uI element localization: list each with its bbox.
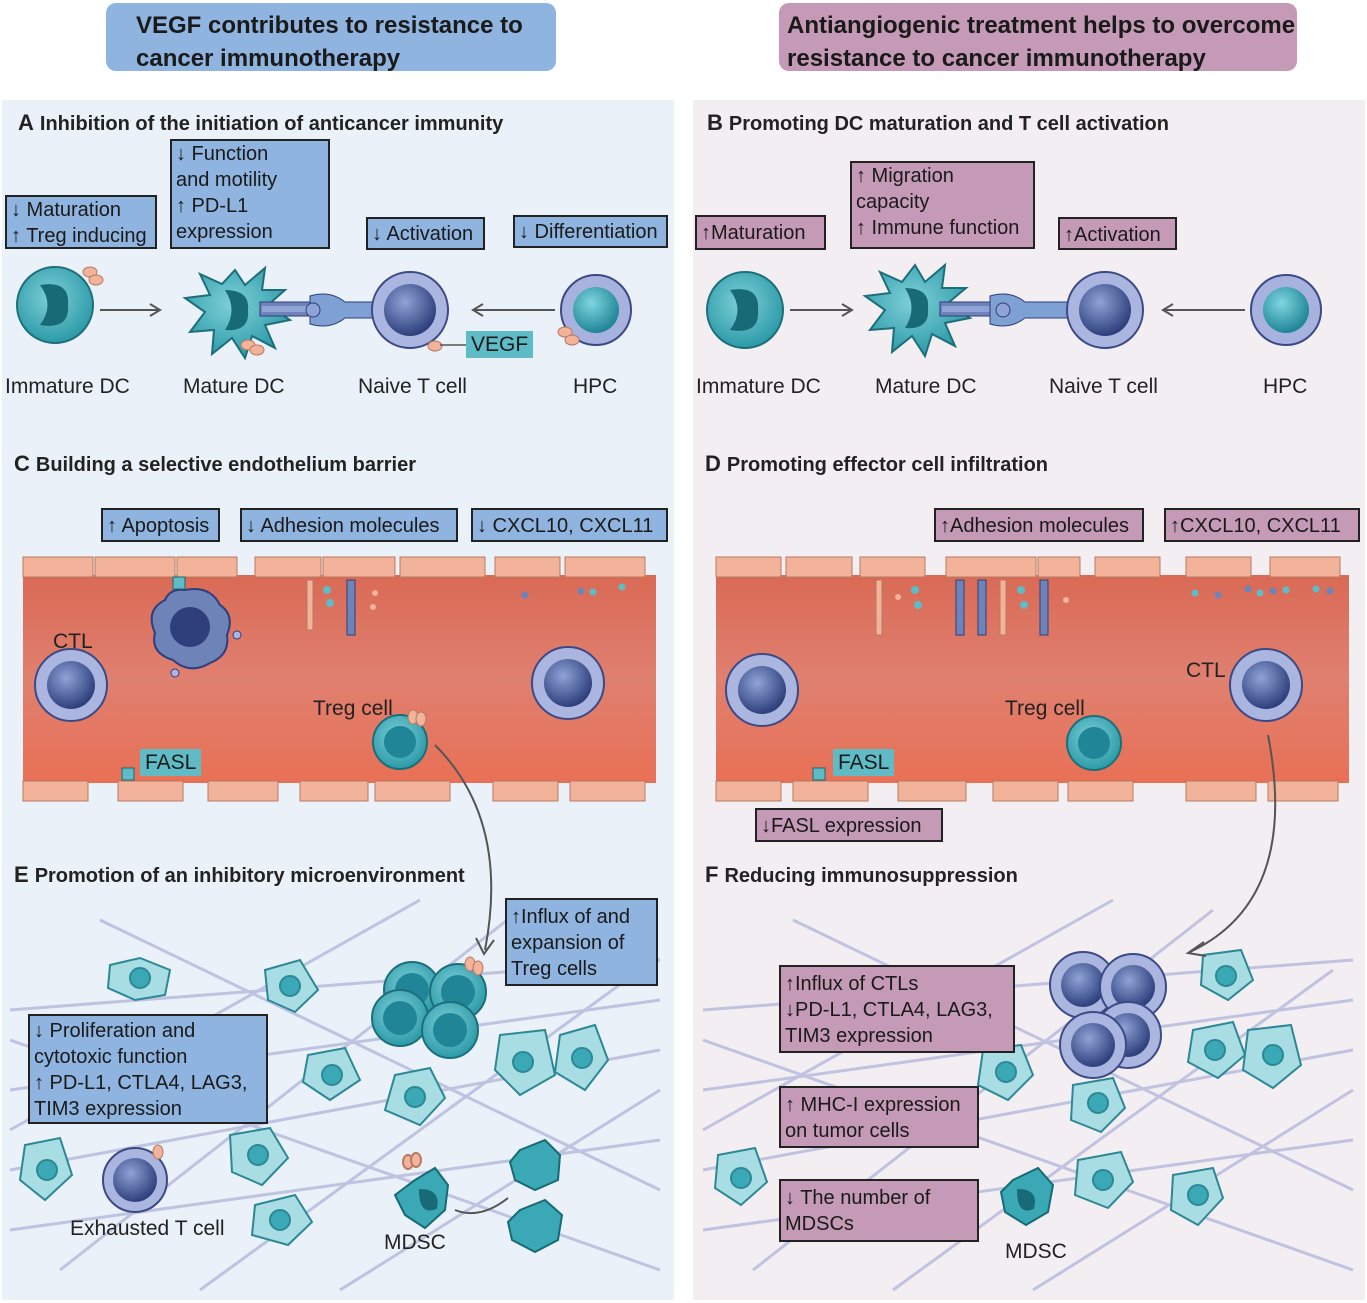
endothelium-top: [715, 556, 1341, 578]
b-maturation-box: ↑Maturation: [695, 215, 826, 250]
arrow-head: [471, 303, 484, 317]
mdsc-icon: [393, 1138, 564, 1254]
vegf-tag: VEGF: [466, 331, 534, 358]
section-c-text: Building a selective endothelium barrier: [35, 454, 416, 476]
apoptotic-ctl-icon: [150, 576, 242, 678]
ctl-right-icon: [531, 646, 605, 720]
b-migration-box: ↑ Migration capacity ↑ Immune function: [850, 161, 1035, 249]
f-mhc-box: ↑ MHC-I expression on tumor cells: [779, 1086, 979, 1148]
a-immature-dc-label: Immature DC: [5, 375, 130, 398]
cell-left-icon: [725, 653, 799, 727]
b-immature-dc-label: Immature DC: [696, 375, 821, 398]
chemokine-dots: [1191, 585, 1334, 599]
fasl-left-tag: FASL: [140, 749, 202, 776]
arrow-head: [149, 303, 162, 317]
a-activation-box: ↓ Activation: [366, 217, 485, 250]
right-header: Antiangiogenic treatment helps to overco…: [779, 3, 1297, 72]
left-header: VEGF contributes to resistance to cancer…: [106, 3, 556, 72]
hpc-icon: [557, 274, 632, 346]
a-hpc-label: HPC: [573, 375, 618, 398]
treg-cell-icon: [1066, 715, 1122, 771]
e-mdsc-label: MDSC: [384, 1231, 446, 1254]
e-exhausted-label: Exhausted T cell: [70, 1217, 225, 1240]
fasl-right-tag: FASL: [833, 749, 895, 776]
section-d-letter: D: [705, 451, 721, 476]
b-mature-dc-label: Mature DC: [875, 375, 977, 398]
arrow-head: [841, 303, 854, 317]
section-a-text: Inhibition of the initiation of anticanc…: [39, 113, 504, 135]
e-influx-box: ↑Influx of and expansion of Treg cells: [505, 898, 658, 986]
a-differentiation-box: ↓ Differentiation: [513, 215, 668, 248]
section-c-letter: C: [14, 451, 30, 476]
panel-d-vessel: [715, 556, 1349, 802]
endothelium-bottom: [715, 780, 1339, 802]
section-a-letter: A: [18, 110, 34, 135]
fasl-receptor-icon: [812, 767, 826, 781]
ctl-right-icon: [1229, 648, 1303, 722]
mdsc-icon: [999, 1166, 1055, 1227]
c-ctl-label: CTL: [53, 630, 93, 653]
f-mdsc-label: MDSC: [1005, 1240, 1067, 1263]
e-proliferation-box: ↓ Proliferation and cytotoxic function ↑…: [28, 1014, 268, 1124]
panel-e-tissue: [9, 898, 661, 1292]
c-cxcl-box: ↓ CXCL10, CXCL11: [471, 508, 668, 542]
a-function-box: ↓ Function and motility ↑ PD-L1 expressi…: [170, 139, 330, 249]
hpc-icon: [1250, 274, 1322, 346]
b-hpc-label: HPC: [1263, 375, 1308, 398]
b-activation-box: ↑Activation: [1058, 217, 1177, 250]
ctl-cluster-icon: [1049, 951, 1167, 1079]
d-treg-label: Treg cell: [1005, 697, 1085, 720]
adhesion-molecules-icon: [306, 579, 378, 636]
section-f-text: Reducing immunosuppression: [724, 865, 1018, 887]
panel-a-cells: [16, 265, 632, 361]
fasl-receptor-icon: [121, 767, 135, 781]
a-maturation-box: ↓ Maturation ↑ Treg inducing: [5, 195, 157, 249]
endothelium-top: [22, 556, 646, 578]
exhausted-t-cell-icon: [102, 1144, 168, 1213]
f-mdsc-box: ↓ The number of MDSCs: [779, 1179, 979, 1242]
d-cxcl-box: ↑CXCL10, CXCL11: [1164, 508, 1360, 542]
ctl-migration-arrow: [1185, 734, 1277, 957]
d-ctl-label: CTL: [1186, 659, 1226, 682]
endothelium-bottom: [22, 780, 646, 802]
arrow-head: [1161, 303, 1174, 317]
c-treg-label: Treg cell: [313, 697, 393, 720]
naive-t-cell-icon: [305, 271, 449, 352]
a-naive-t-label: Naive T cell: [358, 375, 467, 398]
ctl-left-icon: [34, 648, 108, 722]
section-d-text: Promoting effector cell infiltration: [726, 454, 1049, 476]
panel-c-vessel: [22, 556, 656, 802]
adhesion-molecules-icon: [875, 579, 1069, 636]
treg-cluster-icon: [371, 956, 487, 1059]
section-b-letter: B: [707, 110, 723, 135]
d-fasl-expression-box: ↓FASL expression: [755, 808, 943, 842]
b-naive-t-label: Naive T cell: [1049, 375, 1158, 398]
section-b-text: Promoting DC maturation and T cell activ…: [728, 113, 1169, 135]
chemokine-dots: [521, 583, 626, 599]
naive-t-cell-icon: [989, 271, 1144, 349]
f-influx-box: ↑Influx of CTLs ↓PD-L1, CTLA4, LAG3, TIM…: [779, 965, 1015, 1053]
immature-dc-icon: [706, 271, 784, 349]
d-adhesion-box: ↑Adhesion molecules: [934, 508, 1144, 542]
section-e-text: Promotion of an inhibitory microenvironm…: [34, 865, 465, 887]
a-mature-dc-label: Mature DC: [183, 375, 285, 398]
panel-b-cells: [706, 262, 1322, 359]
treg-cell-icon: [372, 709, 428, 770]
c-adhesion-box: ↓ Adhesion molecules: [240, 508, 458, 542]
immature-dc-icon: [16, 266, 104, 344]
section-e-letter: E: [14, 862, 29, 887]
c-apoptosis-box: ↑ Apoptosis: [101, 508, 220, 542]
mature-dc-icon: [182, 265, 311, 361]
section-f-letter: F: [705, 862, 719, 887]
treg-migration-arrow: [434, 744, 495, 956]
mature-dc-icon: [862, 262, 991, 359]
mdsc-expansion-arrow: [454, 1197, 509, 1214]
tumor-cells: [18, 956, 610, 1247]
